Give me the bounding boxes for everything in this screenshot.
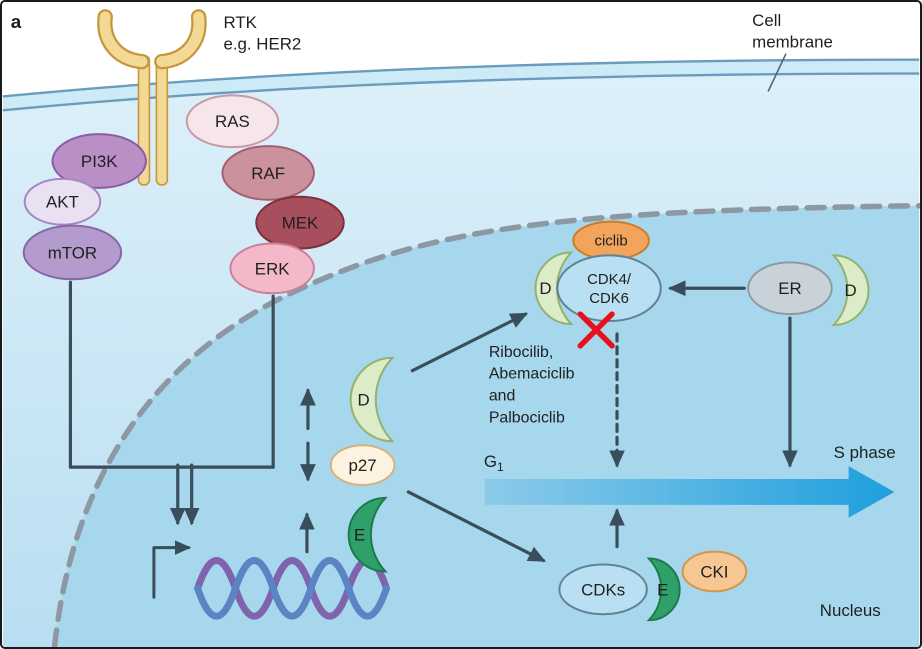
pi3k-label: PI3K (81, 152, 118, 171)
cdks-label: CDKs (581, 580, 625, 599)
p27-node (329, 444, 396, 486)
akt-node (23, 177, 102, 226)
dna-strand-purple (194, 557, 390, 620)
cell-membrane-label-line1: Cell (752, 11, 781, 30)
transcription-start-arrow (152, 540, 192, 599)
cdk46-complex: ciclib CDK4/ CDK6 D (534, 220, 662, 349)
inhibition-x-icon (577, 311, 615, 349)
pi3k-node (51, 133, 147, 189)
ras-raf-mek-erk-cluster: RAS RAF MEK ERK (185, 94, 345, 295)
cyclin-regulation-column: D p27 E (329, 356, 396, 573)
cdk46-label-line2: CDK6 (589, 291, 629, 307)
cdks-complex: CDKs E CKI (558, 550, 748, 622)
ciclib-label: ciclib (595, 233, 628, 249)
cell-membrane-band (2, 59, 920, 111)
inhibitors-label-line3: and (489, 388, 516, 405)
g1-label: G1 (484, 452, 504, 474)
cki-label: CKI (700, 562, 728, 581)
signal-arrows (68, 280, 798, 599)
ras-label: RAS (215, 112, 250, 131)
mtor-label: mTOR (48, 243, 97, 262)
pi3k-akt-mtor-cluster: PI3K AKT mTOR (22, 133, 147, 281)
panel-letter: a (11, 12, 22, 33)
ras-node (185, 94, 280, 149)
rtk-label-line2: e.g. HER2 (223, 35, 301, 54)
raf-node (221, 145, 315, 201)
cyclin-e-to-cdks-arrow (406, 490, 546, 563)
erk-label: ERK (255, 259, 290, 278)
er-node (747, 261, 833, 316)
rtk-left-arm (99, 11, 148, 68)
raf-label: RAF (251, 164, 285, 183)
nuclear-envelope (51, 203, 920, 647)
cell-membrane-label-line2: membrane (752, 33, 833, 52)
cdks-cyclin-e-label: E (657, 580, 668, 599)
erk-node (229, 242, 315, 295)
er-cyclin-d-crescent (831, 254, 870, 326)
cyclin-d-crescent (349, 356, 395, 443)
er-label: ER (778, 279, 801, 298)
akt-label: AKT (46, 193, 79, 212)
cdks-cyclin-e-crescent (646, 557, 681, 622)
rtk-receptor (97, 9, 207, 186)
rtk-label-line1: RTK (223, 13, 257, 32)
nucleus-region (54, 205, 920, 647)
cdk46-cyclin-d-label: D (539, 279, 551, 298)
cyclin-d-to-cdk46-arrow (410, 312, 528, 373)
er-complex: ER D (747, 254, 870, 326)
rtk-stem-right (155, 54, 169, 186)
mtor-node (22, 224, 123, 281)
cyclin-e-crescent (347, 496, 388, 573)
rtk-right-arm (156, 11, 205, 68)
g1-subscript: 1 (497, 460, 504, 474)
cell-membrane-pointer-line (767, 53, 787, 92)
inhibitors-label-line1: Ribocilib, (489, 344, 553, 361)
dna-helix (194, 557, 390, 620)
mek-label: MEK (282, 214, 319, 233)
cdk46-label-line1: CDK4/ (587, 272, 632, 288)
cki-node (681, 550, 748, 593)
cyclin-e-label: E (354, 526, 365, 545)
g1-base: G (484, 452, 497, 471)
er-cyclin-d-label: D (844, 281, 856, 300)
inhibition-x-stroke-2 (577, 311, 615, 349)
dna-strand-blue (194, 557, 390, 620)
cdks-node (558, 563, 648, 616)
s-phase-label: S phase (834, 443, 896, 462)
cell-cycle-arrow (484, 466, 895, 518)
cyclin-d-label: D (358, 390, 370, 409)
inhibitors-label-line4: Palbociclib (489, 409, 565, 426)
cell-membrane-inner-line (2, 72, 920, 112)
nucleus-label: Nucleus (820, 601, 881, 620)
cdk46-node (556, 254, 662, 323)
mek-node (255, 195, 345, 250)
cell-membrane-lines (2, 58, 920, 112)
p27-label: p27 (349, 456, 377, 475)
cell-membrane-outer-line (2, 58, 920, 98)
inhibitors-label-line2: Abemaciclib (489, 366, 575, 383)
